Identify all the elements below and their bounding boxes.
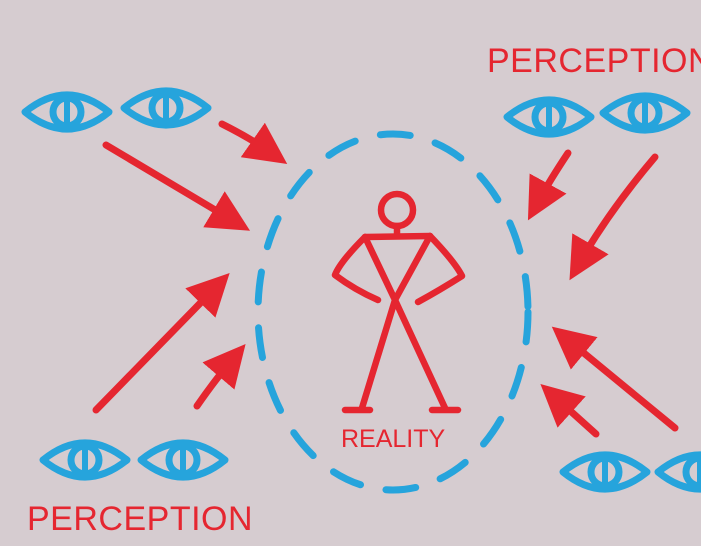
eye-icon xyxy=(43,443,127,477)
eye-icon xyxy=(658,455,701,489)
arrow xyxy=(556,398,596,434)
eye-icon xyxy=(141,443,225,477)
eye-icon xyxy=(25,95,109,129)
perception-label-bottom-left: PERCEPTION xyxy=(27,500,253,539)
arrow xyxy=(197,360,232,406)
eye-icon xyxy=(563,455,647,489)
eye-icon xyxy=(124,91,208,125)
perception-label-top-right: PERCEPTION xyxy=(487,42,701,81)
eye-icon xyxy=(603,96,687,130)
arrow xyxy=(580,157,655,262)
stick-figure xyxy=(335,194,462,410)
arrow xyxy=(538,153,568,202)
arrow xyxy=(96,288,215,410)
eye-icon xyxy=(507,100,591,134)
arrow xyxy=(222,124,270,152)
reality-label: REALITY xyxy=(341,425,445,454)
arrow xyxy=(568,340,675,428)
arrow xyxy=(106,145,232,220)
